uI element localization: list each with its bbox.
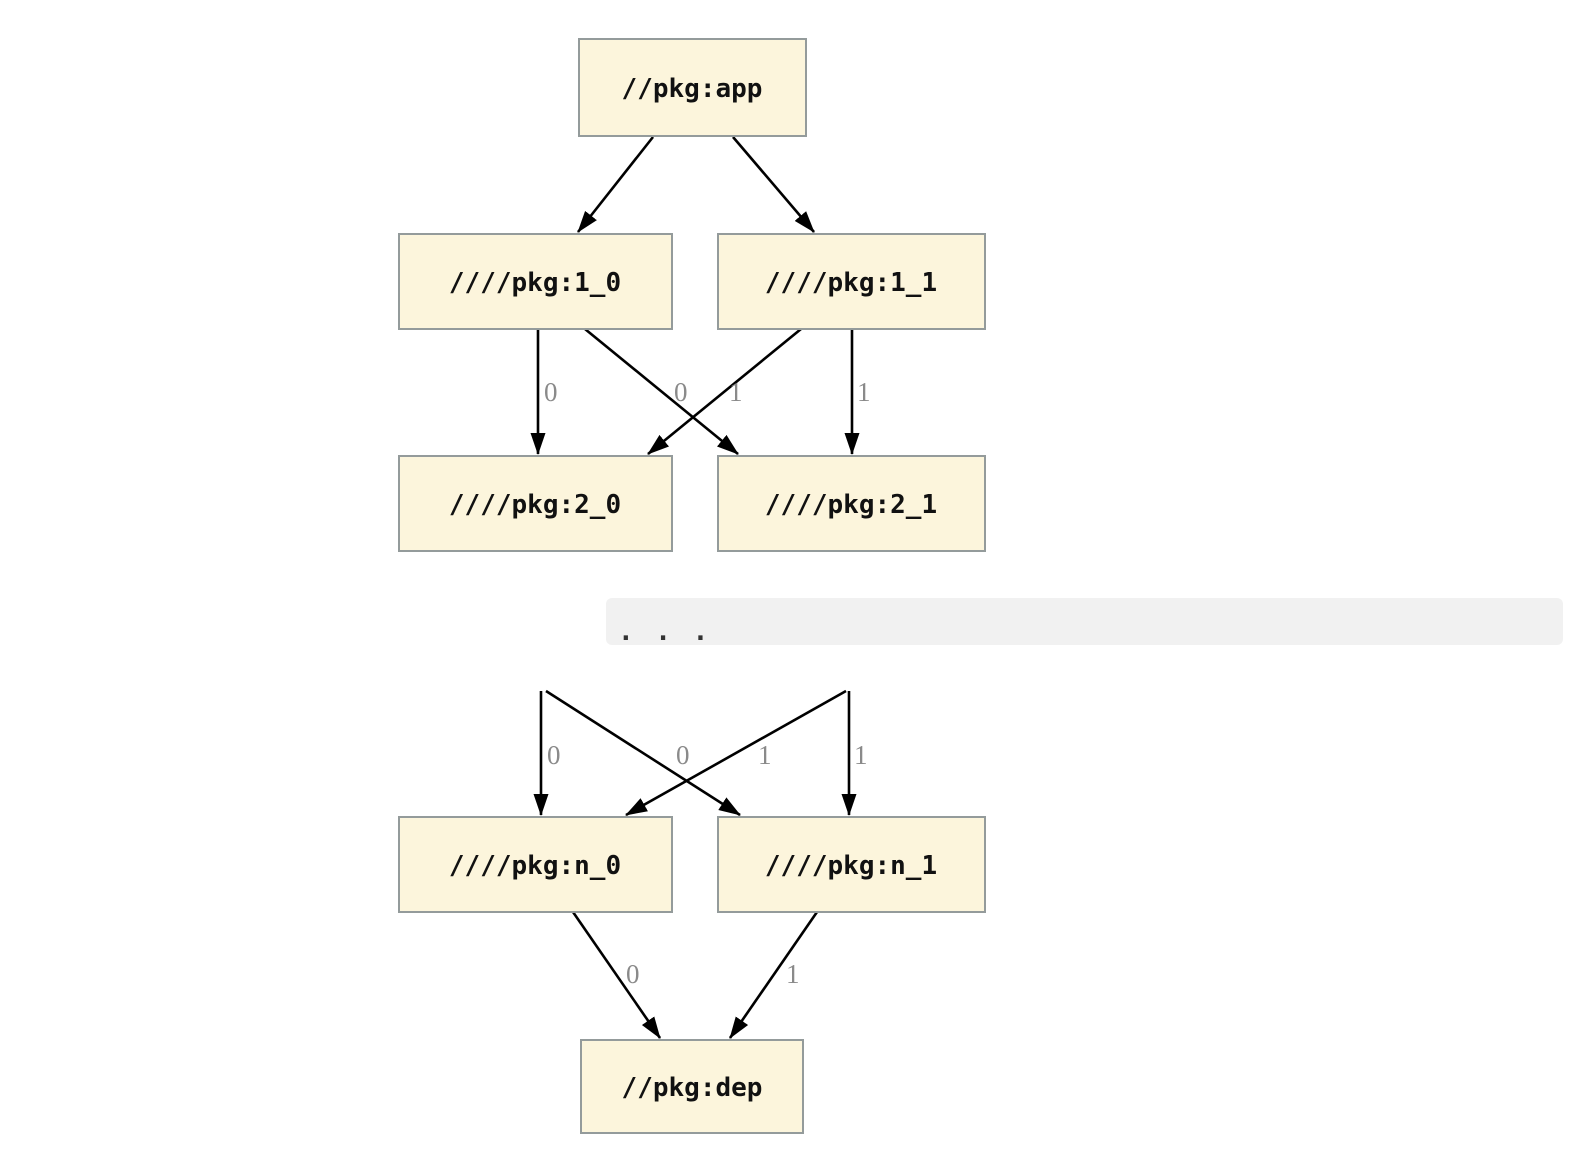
edge-label: 1 xyxy=(729,377,743,407)
node-pkg-n-0: ////pkg:n_0 xyxy=(398,816,673,913)
node-box xyxy=(717,455,986,552)
node-label: //pkg:app xyxy=(622,74,763,104)
node-label: ////pkg:1_0 xyxy=(449,268,621,298)
node-label: ////pkg:2_0 xyxy=(449,490,621,520)
node-label: ////pkg:n_1 xyxy=(765,851,937,881)
edge-1-1-to-2-0 xyxy=(647,327,802,456)
node-label: //pkg:dep xyxy=(622,1073,763,1103)
edge-label: 1 xyxy=(758,740,772,770)
node-box xyxy=(578,38,807,137)
edge-app-to-1-1 xyxy=(732,136,815,233)
node-pkg-n-1: ////pkg:n_1 xyxy=(717,816,986,913)
edge-ellipsis-to-n-0-cross xyxy=(625,689,847,817)
edge-label: 0 xyxy=(626,959,640,989)
edge-label: 0 xyxy=(676,740,690,770)
edge-label: 0 xyxy=(544,377,558,407)
node-label: ////pkg:n_0 xyxy=(449,851,621,881)
node-pkg-1-1: ////pkg:1_1 xyxy=(717,233,986,330)
edge-label: 0 xyxy=(547,740,561,770)
edge-label: 1 xyxy=(854,740,868,770)
edge-n-1-to-dep xyxy=(728,911,819,1039)
node-pkg-app: //pkg:app xyxy=(578,38,807,137)
node-label: ////pkg:1_1 xyxy=(765,268,937,298)
edge-n-0-to-dep xyxy=(571,911,662,1039)
edge-ellipsis-to-n-1-cross xyxy=(545,689,741,817)
node-pkg-2-1: ////pkg:2_1 xyxy=(717,455,986,552)
node-box xyxy=(398,455,673,552)
node-pkg-2-0: ////pkg:2_0 xyxy=(398,455,673,552)
edge-label: 1 xyxy=(786,959,800,989)
edge-label: 0 xyxy=(674,377,688,407)
edge-label: 1 xyxy=(857,377,871,407)
ellipsis-dots: . . . xyxy=(618,617,711,647)
node-label: ////pkg:2_1 xyxy=(765,490,937,520)
node-box xyxy=(580,1039,804,1134)
edge-1-0-to-2-1 xyxy=(584,327,739,456)
ellipsis-bar-background xyxy=(606,598,1563,645)
edge-app-to-1-0 xyxy=(576,136,655,233)
node-box xyxy=(717,233,986,330)
node-box xyxy=(398,233,673,330)
node-box xyxy=(398,816,673,913)
node-pkg-dep: //pkg:dep xyxy=(580,1039,804,1134)
node-box xyxy=(717,816,986,913)
ellipsis-bar: . . . xyxy=(606,598,1563,647)
node-pkg-1-0: ////pkg:1_0 xyxy=(398,233,673,330)
